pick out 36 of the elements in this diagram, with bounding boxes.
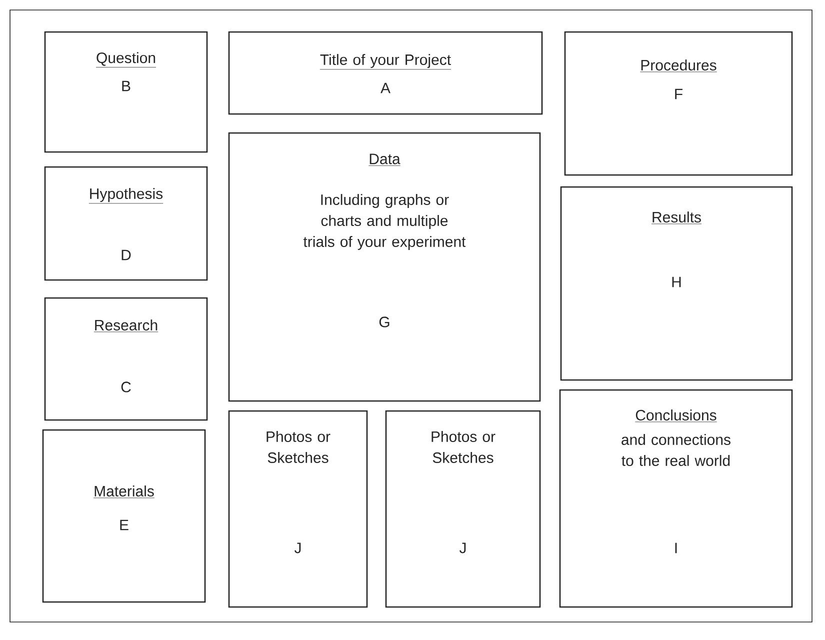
panel-box (44, 31, 208, 153)
panel-box (42, 429, 206, 603)
panel-letter: H (672, 276, 681, 288)
panel-box (228, 31, 543, 115)
panel-heading: Conclusions (634, 410, 718, 422)
panel-letter: E (120, 520, 128, 530)
panel-heading: Hypothesis (88, 188, 164, 204)
panel-description: Including graphs or charts and multiple trials of your experiment (303, 194, 466, 250)
panel-box (560, 186, 793, 381)
panel-box (228, 410, 368, 608)
panel-heading: Research (94, 320, 158, 332)
panel-letter: G (379, 316, 390, 328)
panel-heading: Procedures (640, 60, 718, 72)
panel-heading: Data (368, 154, 401, 166)
panel-letter: J (294, 542, 301, 554)
panel-heading: Materials (93, 485, 155, 498)
panel-letter: J (460, 542, 466, 554)
panel-heading: Title of your Project (320, 54, 452, 70)
panel-heading: Photos or Sketches (432, 431, 496, 463)
panel-box (228, 132, 541, 402)
panel-letter: A (380, 82, 390, 94)
panel-heading: Photos or Sketches (266, 431, 330, 463)
panel-letter: I (675, 542, 677, 554)
panel-heading: Results (651, 212, 702, 224)
panel-letter: D (122, 250, 131, 260)
panel-letter: B (122, 80, 130, 92)
panel-description: and connections to the real world (622, 434, 730, 466)
panel-letter: F (675, 88, 682, 100)
panel-box (385, 410, 541, 608)
panel-box (44, 297, 208, 421)
panel-heading: Question (96, 52, 156, 68)
panel-box (559, 389, 793, 608)
poster-frame (10, 10, 812, 622)
panel-box (564, 31, 793, 176)
panel-letter: C (121, 382, 131, 392)
panel-box (44, 166, 208, 281)
